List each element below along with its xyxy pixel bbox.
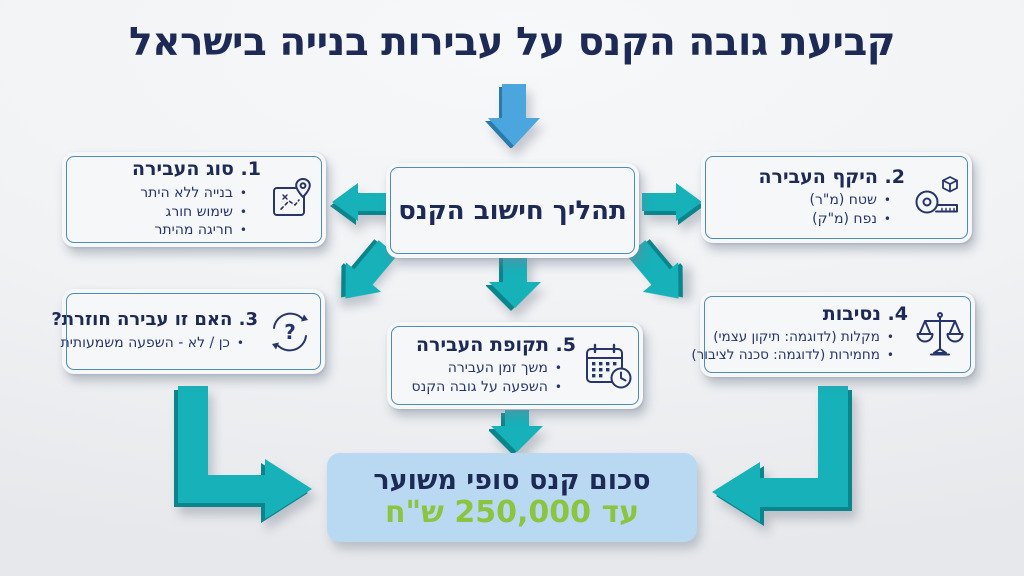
box-title: 4. נסיבות bbox=[822, 303, 908, 326]
bullet-item: השפעה על גובה הקנס bbox=[397, 378, 562, 396]
box-title: 2. היקף העבירה bbox=[758, 165, 905, 188]
bullet-item: מחמירות (לדוגמה: סכנה לציבור) bbox=[691, 347, 894, 365]
box-violation-scope: 2. היקף העבירה שטח (מ"ר) נפח (מ"ק) bbox=[701, 152, 972, 243]
bullet-item: נפח (מ"ק) bbox=[711, 210, 891, 228]
arrow-diagonal-to-box4 bbox=[626, 239, 683, 299]
arrow-down-from-title bbox=[485, 84, 540, 148]
bullet-list: משך זמן העבירה השפעה על גובה הקנס bbox=[397, 359, 562, 396]
calendar-clock-icon bbox=[583, 341, 633, 391]
scales-icon bbox=[915, 310, 965, 360]
map-location-icon bbox=[268, 176, 316, 224]
box-violation-period: 5. תקופת העבירה משך זמן העבירה השפעה על … bbox=[387, 322, 643, 409]
bullet-item: מקלות (לדוגמה: תיקון עצמי) bbox=[710, 329, 894, 347]
bullet-list: בנייה ללא היתר שימוש חורג חריגה מהיתר bbox=[72, 184, 247, 239]
box-repeat-violation: ? 3. האם זו עבירה חוזרת? כן / לא - השפעה… bbox=[51, 289, 325, 374]
arrow-down-to-box5 bbox=[486, 250, 541, 311]
arrow-right-to-box2 bbox=[642, 183, 704, 225]
center-process-box: תהליך חישוב הקנס bbox=[386, 163, 639, 258]
result-box: סכום קנס סופי משוער עד 250,000 ש"ח bbox=[327, 453, 697, 542]
box-violation-type: 1. סוג העבירה בנייה ללא היתר שימוש חורג … bbox=[62, 152, 326, 247]
elbow-arrow-right-to-result bbox=[712, 386, 852, 526]
box-circumstances: 4. נסיבות מקלות (לדוגמה: תיקון עצמי) מחמ… bbox=[691, 292, 975, 377]
bullet-item: בנייה ללא היתר bbox=[72, 184, 247, 202]
bullet-item: חריגה מהיתר bbox=[72, 221, 247, 239]
bullet-list: מקלות (לדוגמה: תיקון עצמי) מחמירות (לדוג… bbox=[691, 329, 894, 365]
bullet-item: משך זמן העבירה bbox=[397, 359, 562, 377]
arrow-down-to-result bbox=[489, 410, 543, 455]
svg-text:?: ? bbox=[284, 320, 296, 344]
bullet-list: כן / לא - השפעה משמעותית bbox=[61, 334, 244, 352]
bullet-list: שטח (מ"ר) נפח (מ"ק) bbox=[711, 191, 891, 228]
arrow-diagonal-to-box3 bbox=[341, 239, 398, 299]
box-title: 1. סוג העבירה bbox=[132, 158, 261, 181]
page-title: קביעת גובה הקנס על עבירות בנייה בישראל bbox=[129, 20, 896, 65]
repeat-question-icon: ? bbox=[265, 307, 315, 357]
result-amount: עד 250,000 ש"ח bbox=[384, 494, 640, 530]
bullet-item: כן / לא - השפעה משמעותית bbox=[61, 334, 244, 352]
arrow-left-to-box1 bbox=[330, 183, 392, 225]
elbow-arrow-left-to-result bbox=[174, 386, 312, 523]
result-title: סכום קנס סופי משוער bbox=[373, 464, 651, 496]
measuring-tape-icon bbox=[912, 174, 962, 222]
box-title: 5. תקופת העבירה bbox=[415, 333, 576, 356]
center-process-label: תהליך חישוב הקנס bbox=[398, 195, 627, 226]
bullet-item: שטח (מ"ר) bbox=[711, 191, 891, 209]
box-title: 3. האם זו עבירה חוזרת? bbox=[51, 309, 258, 331]
bullet-item: שימוש חורג bbox=[72, 203, 247, 221]
